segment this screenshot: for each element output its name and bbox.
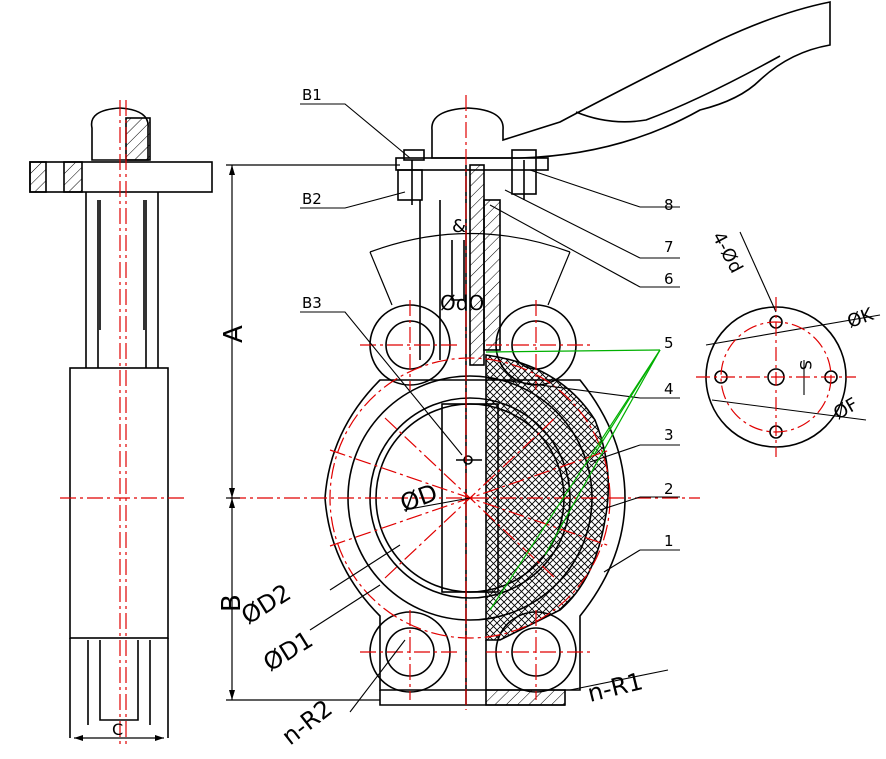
leader-lines: [300, 103, 680, 713]
valve-body-outline: [324, 379, 626, 691]
label-b3: B3: [302, 294, 322, 312]
label-n-r2: n-R2: [276, 694, 337, 750]
side-view-body: [69, 367, 169, 639]
label-n-r1: n-R1: [585, 667, 646, 708]
bolt-b1: [403, 149, 425, 161]
label-phi-d1: ØD1: [258, 625, 317, 677]
label-b2: B2: [302, 190, 322, 208]
side-view-flange: [29, 161, 213, 193]
dimension-phi-d0-arc: [369, 232, 571, 253]
label-part-8: 8: [664, 196, 674, 214]
front-view: [324, 1, 831, 706]
side-view-centerlines: [60, 100, 185, 745]
label-part-3: 3: [664, 426, 674, 444]
label-part-7: 7: [664, 238, 674, 256]
label-phi-k: ØK: [845, 304, 878, 333]
label-a: A: [219, 325, 249, 343]
label-phi-d0: ØdO: [440, 291, 484, 315]
label-holes: 4-Ød: [708, 228, 747, 276]
bolt-b2: [397, 169, 423, 201]
lever-handle: [431, 1, 831, 159]
label-part-2: 2: [664, 480, 674, 498]
label-amp: &: [452, 216, 466, 237]
label-part-6: 6: [664, 270, 674, 288]
valve-neck: [419, 200, 465, 360]
label-c: C: [112, 720, 123, 739]
side-view-neck: [85, 192, 159, 368]
dimension-a-b: [226, 164, 400, 701]
label-part-5: 5: [664, 334, 674, 352]
label-part-4: 4: [664, 380, 674, 398]
side-view: [29, 107, 213, 741]
stem-section: [469, 164, 485, 366]
label-part-1: 1: [664, 532, 674, 550]
side-view-cap-hatch: [125, 117, 151, 161]
label-phi-f: ØF: [830, 394, 862, 424]
green-leaders: [485, 349, 661, 611]
label-s: S: [796, 360, 815, 370]
label-phi-d: ØD: [396, 479, 441, 518]
front-view-centerlines: [230, 95, 700, 710]
flange-centerlines: [696, 297, 856, 457]
label-b1: B1: [302, 86, 322, 104]
label-phi-d2: ØD2: [236, 578, 295, 630]
label-b: B: [217, 594, 247, 612]
